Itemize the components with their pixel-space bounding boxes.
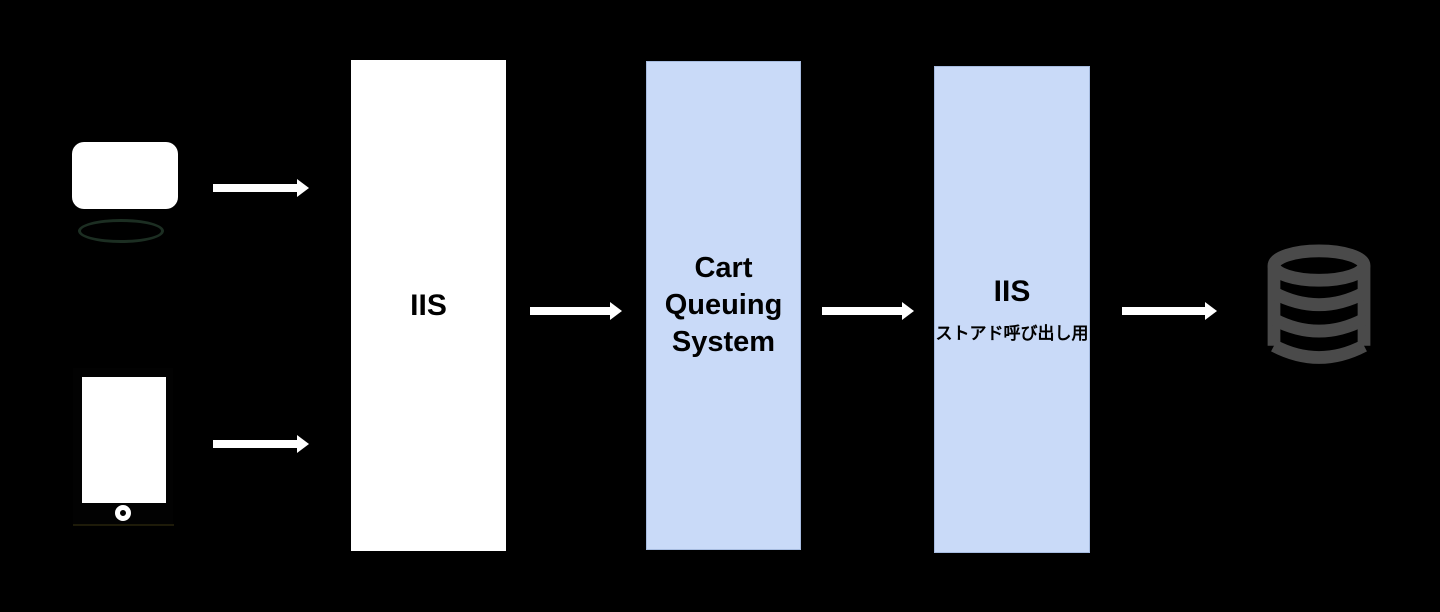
node-cart-line-2: Queuing [664, 289, 783, 321]
arrow-shaft [213, 440, 298, 448]
arrow-head-icon [297, 435, 309, 453]
node-iis-stored-sublabel: ストアド呼び出し用 [935, 324, 1089, 343]
arrow-iis-stored-to-database [1122, 302, 1217, 320]
arrow-desktop-to-iis [213, 179, 309, 197]
monitor-screen [72, 142, 178, 209]
tablet-screen [82, 377, 166, 503]
arrow-shaft [1122, 307, 1206, 315]
arrow-head-icon [297, 179, 309, 197]
node-iis-front-label: IIS [410, 288, 447, 322]
node-cart-line-1: Cart [694, 252, 753, 284]
arrow-tablet-to-iis [213, 435, 309, 453]
node-iis-stored-label: IIS [993, 275, 1031, 308]
arrow-cart-queuing-to-iis-stored [822, 302, 914, 320]
arrow-iis-to-cart-queuing [530, 302, 622, 320]
monitor-base-ellipse [78, 219, 164, 243]
node-iis-stored: IIS ストアド呼び出し用 [934, 66, 1090, 553]
node-iis-front: IIS [351, 60, 506, 551]
arrow-shaft [213, 184, 298, 192]
node-cart-queuing-system: Cart Queuing System [646, 61, 801, 550]
tablet-home-button-icon [115, 505, 131, 521]
arrow-shaft [822, 307, 903, 315]
arrow-head-icon [610, 302, 622, 320]
tablet-baseline [73, 524, 174, 526]
node-cart-line-3: System [671, 326, 776, 358]
arrow-head-icon [902, 302, 914, 320]
arrow-shaft [530, 307, 611, 315]
database-icon [1262, 244, 1376, 381]
arrow-head-icon [1205, 302, 1217, 320]
